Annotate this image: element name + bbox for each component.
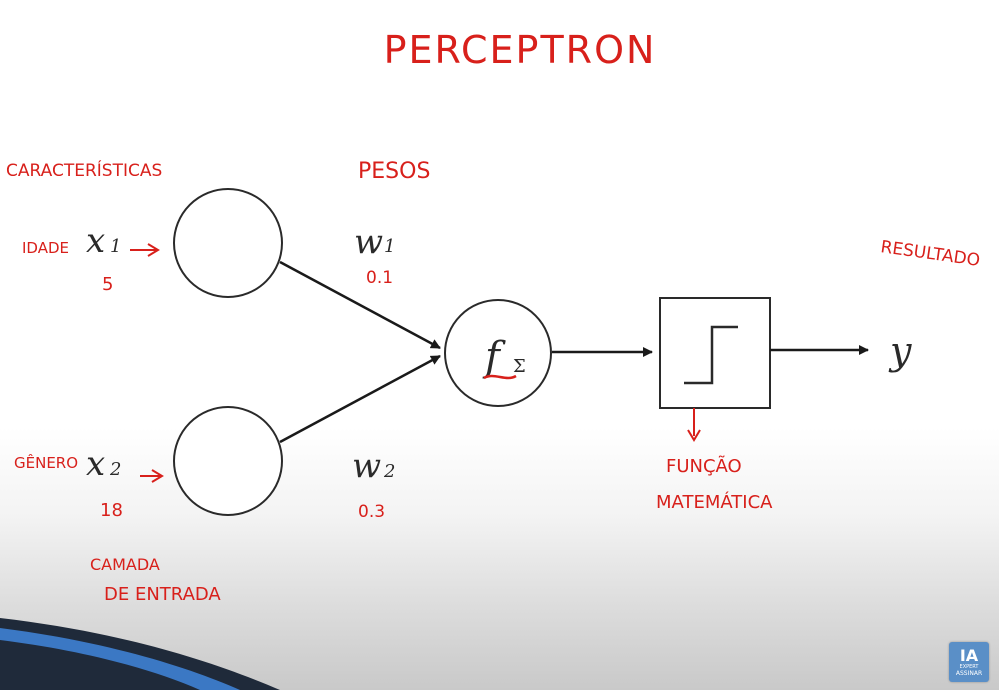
input-2-value: 18 bbox=[100, 500, 123, 521]
connection-arrow-1 bbox=[279, 260, 441, 350]
input-1-name: IDADE bbox=[22, 239, 69, 257]
math-function-label-line2: MATEMÁTICA bbox=[656, 491, 773, 513]
input-2-name: GÊNERO bbox=[14, 453, 78, 472]
input-1-value: 5 bbox=[102, 274, 113, 295]
weight-1-symbol: w bbox=[354, 222, 383, 262]
summation-subscript: Σ bbox=[513, 356, 526, 377]
decorative-swoosh bbox=[0, 618, 280, 690]
weight-2-symbol: w bbox=[352, 446, 381, 486]
input-layer-label-line1: CAMADA bbox=[90, 555, 160, 574]
logo-mark: IA bbox=[959, 645, 979, 665]
input-2-index: 2 bbox=[109, 459, 121, 480]
math-function-label-line1: FUNÇÃO bbox=[666, 455, 742, 477]
weight-1-index: 1 bbox=[384, 236, 395, 257]
page-title: PERCEPTRON bbox=[384, 28, 657, 72]
subscribe-label: ASSINAR bbox=[955, 669, 983, 677]
weight-2-index: 2 bbox=[383, 461, 395, 482]
decorative-swoosh-highlight bbox=[0, 628, 240, 690]
input-node-2 bbox=[173, 406, 283, 516]
result-label: RESULTADO bbox=[879, 237, 981, 271]
weight-2-value: 0.3 bbox=[358, 502, 385, 522]
summation-underline-mark bbox=[483, 374, 517, 380]
input-1-index: 1 bbox=[110, 236, 121, 257]
input-2-symbol: x bbox=[86, 444, 105, 484]
step-function-box bbox=[659, 297, 771, 409]
summation-node bbox=[444, 299, 552, 407]
connection-arrow-2 bbox=[279, 354, 441, 444]
input-layer-label-line2: DE ENTRADA bbox=[104, 584, 221, 605]
input-node-1 bbox=[173, 188, 283, 298]
features-label: CARACTERÍSTICAS bbox=[6, 159, 162, 181]
weights-label: PESOS bbox=[358, 159, 430, 184]
input-1-symbol: x bbox=[86, 221, 105, 261]
weight-1-value: 0.1 bbox=[366, 268, 393, 288]
logo-brand-text: EXPERT bbox=[959, 663, 979, 670]
step-function-pointer-head bbox=[687, 429, 701, 442]
channel-logo[interactable]: IA EXPERT ASSINAR bbox=[949, 642, 989, 682]
input-1-pointer-arrow-head bbox=[147, 243, 160, 257]
step-function-graph bbox=[684, 325, 738, 385]
output-symbol: y bbox=[888, 329, 912, 373]
input-2-pointer-arrow-head bbox=[151, 469, 164, 483]
